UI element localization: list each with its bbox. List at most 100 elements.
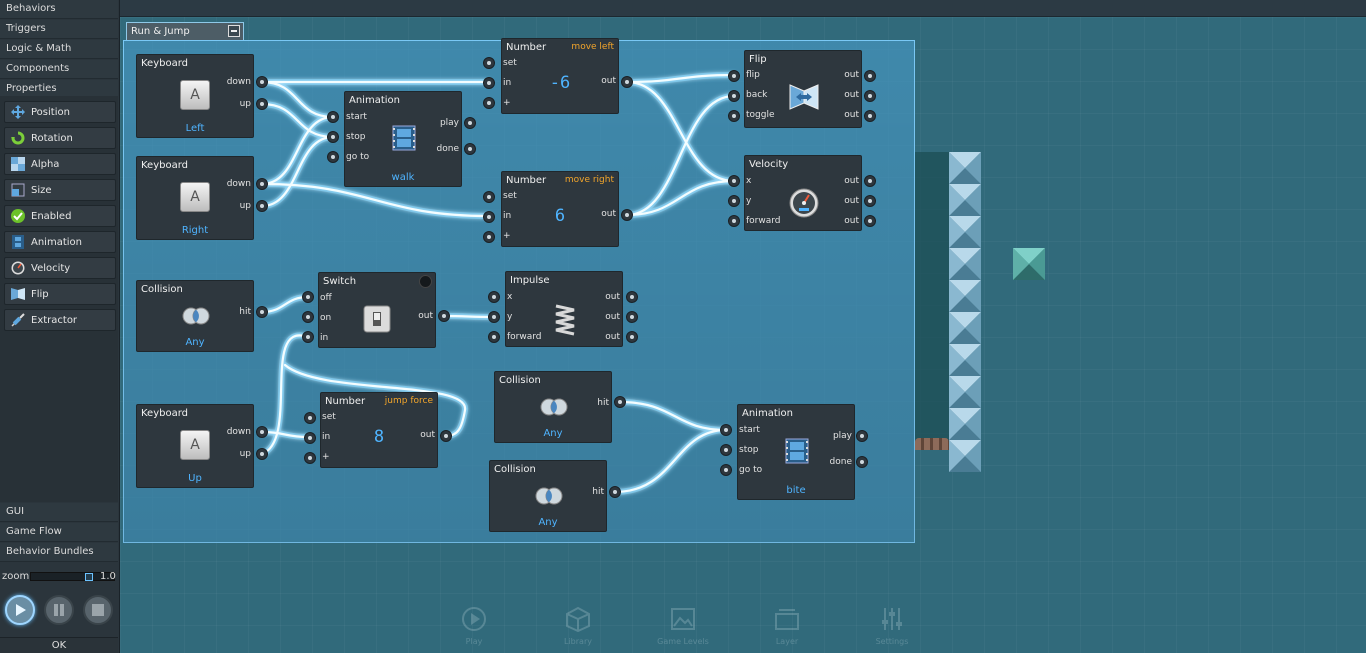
spike-block[interactable] [949, 376, 981, 408]
spike-block[interactable] [949, 280, 981, 312]
port-connector[interactable] [488, 291, 500, 303]
port-connector[interactable] [856, 456, 868, 468]
collapse-button[interactable] [228, 25, 240, 37]
spike-block[interactable] [949, 184, 981, 216]
port-connector[interactable] [483, 97, 495, 109]
category-gui[interactable]: GUI [0, 503, 118, 522]
port-connector[interactable] [302, 311, 314, 323]
keyboard-node-up[interactable]: Keyboard A down up Up [136, 404, 254, 488]
keyboard-node-right[interactable]: Keyboard A down up Right [136, 156, 254, 240]
toolbar-library[interactable]: Library [538, 606, 618, 646]
zoom-slider-handle[interactable] [85, 573, 93, 581]
switch-node[interactable]: Switch off on in out [318, 272, 436, 348]
toolbar-play[interactable]: Play [434, 606, 514, 646]
velocity-node[interactable]: Velocity x y forward out out out [744, 155, 862, 231]
port-connector[interactable] [626, 291, 638, 303]
category-game-flow[interactable]: Game Flow [0, 523, 118, 542]
port-connector[interactable] [256, 426, 268, 438]
port-connector[interactable] [327, 111, 339, 123]
port-connector[interactable] [327, 131, 339, 143]
port-connector[interactable] [728, 110, 740, 122]
property-size[interactable]: Size [4, 179, 116, 201]
spike-block[interactable] [949, 152, 981, 184]
number-value[interactable]: -6 [549, 73, 571, 93]
category-behavior-bundles[interactable]: Behavior Bundles [0, 543, 118, 562]
collision-node-1[interactable]: Collision hit Any [136, 280, 254, 352]
port-connector[interactable] [327, 151, 339, 163]
port-connector[interactable] [256, 76, 268, 88]
port-connector[interactable] [488, 331, 500, 343]
category-components[interactable]: Components [0, 60, 118, 79]
port-connector[interactable] [304, 412, 316, 424]
port-connector[interactable] [856, 430, 868, 442]
port-connector[interactable] [864, 175, 876, 187]
spike-block[interactable] [949, 344, 981, 376]
animation-node-bite[interactable]: Animation start stop go to play done bit… [737, 404, 855, 500]
number-node-move-left[interactable]: Number move left set in + out -6 [501, 38, 619, 114]
property-flip[interactable]: Flip [4, 283, 116, 305]
category-behaviors[interactable]: Behaviors [0, 0, 118, 19]
property-extractor[interactable]: Extractor [4, 309, 116, 331]
toolbar-layer[interactable]: Layer [747, 606, 827, 646]
property-alpha[interactable]: Alpha [4, 153, 116, 175]
spike-block[interactable] [949, 248, 981, 280]
port-connector[interactable] [483, 231, 495, 243]
pause-button[interactable] [44, 595, 74, 625]
collision-node-3[interactable]: Collision hit Any [489, 460, 607, 532]
port-connector[interactable] [483, 191, 495, 203]
toolbar-game-levels[interactable]: Game Levels [643, 606, 723, 646]
category-triggers[interactable]: Triggers [0, 20, 118, 39]
port-connector[interactable] [864, 90, 876, 102]
port-connector[interactable] [728, 215, 740, 227]
port-connector[interactable] [728, 70, 740, 82]
port-connector[interactable] [864, 110, 876, 122]
port-connector[interactable] [621, 209, 633, 221]
category-logic-math[interactable]: Logic & Math [0, 40, 118, 59]
number-node-move-right[interactable]: Number move right set in + out 6 [501, 171, 619, 247]
spike-block[interactable] [949, 440, 981, 472]
port-connector[interactable] [440, 430, 452, 442]
port-connector[interactable] [621, 76, 633, 88]
floating-block[interactable] [1013, 248, 1045, 280]
property-rotation[interactable]: Rotation [4, 127, 116, 149]
property-position[interactable]: Position [4, 101, 116, 123]
port-connector[interactable] [256, 98, 268, 110]
port-connector[interactable] [302, 291, 314, 303]
port-connector[interactable] [864, 195, 876, 207]
port-connector[interactable] [256, 306, 268, 318]
stop-button[interactable] [83, 595, 113, 625]
spike-block[interactable] [949, 408, 981, 440]
collision-node-2[interactable]: Collision hit Any [494, 371, 612, 443]
port-connector[interactable] [626, 331, 638, 343]
port-connector[interactable] [720, 444, 732, 456]
number-node-jump-force[interactable]: Number jump force set in + out 8 [320, 392, 438, 468]
impulse-node[interactable]: Impulse x y forward out out out [505, 271, 623, 347]
number-value[interactable]: 6 [554, 206, 566, 226]
port-connector[interactable] [609, 486, 621, 498]
port-connector[interactable] [720, 424, 732, 436]
property-velocity[interactable]: Velocity [4, 257, 116, 279]
port-connector[interactable] [464, 117, 476, 129]
port-connector[interactable] [864, 70, 876, 82]
port-connector[interactable] [614, 396, 626, 408]
number-value[interactable]: 8 [373, 427, 385, 447]
port-connector[interactable] [464, 143, 476, 155]
port-connector[interactable] [728, 90, 740, 102]
animation-node-walk[interactable]: Animation start stop go to play done wal… [344, 91, 462, 187]
port-connector[interactable] [864, 215, 876, 227]
port-connector[interactable] [728, 195, 740, 207]
port-connector[interactable] [483, 57, 495, 69]
port-connector[interactable] [483, 77, 495, 89]
port-connector[interactable] [256, 200, 268, 212]
toolbar-settings[interactable]: Settings [852, 606, 932, 646]
port-connector[interactable] [256, 448, 268, 460]
port-connector[interactable] [302, 331, 314, 343]
property-enabled[interactable]: Enabled [4, 205, 116, 227]
port-connector[interactable] [720, 464, 732, 476]
spike-block[interactable] [949, 216, 981, 248]
keyboard-node-left[interactable]: Keyboard A down up Left [136, 54, 254, 138]
port-connector[interactable] [728, 175, 740, 187]
property-animation[interactable]: Animation [4, 231, 116, 253]
port-connector[interactable] [483, 211, 495, 223]
group-tab[interactable]: Run & Jump [126, 22, 244, 40]
